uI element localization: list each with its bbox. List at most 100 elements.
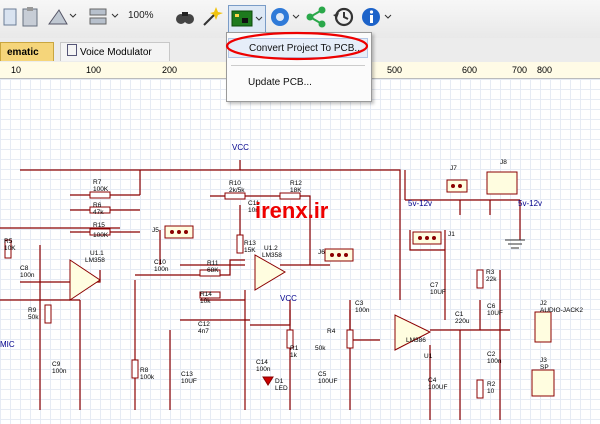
label-c12-value: 4n7 [198,328,209,335]
label-r13-value: 15K [244,247,256,254]
menu-item-label: Convert Project To PCB... [249,43,363,54]
label-c13: C13 [181,371,193,378]
label-u12-value: LM358 [262,252,282,259]
label-r12: R12 [290,180,302,187]
label-c10: C10 [154,259,166,266]
pcb-dropdown-menu: Convert Project To PCB... Update PCB... [226,32,372,102]
label-c4: C4 [428,377,437,384]
label-r4: R4 [327,328,336,335]
label-supply-a: 5v-12v [408,199,432,208]
label-c9: C9 [52,361,61,368]
cut-icon[interactable] [2,6,18,28]
label-c5: C5 [318,371,327,378]
label-c10-value: 100n [154,266,169,273]
label-r1-value: 1k [290,352,298,359]
magic-wand-icon[interactable] [200,5,224,29]
label-u12: U1.2 [264,245,278,252]
label-r14: R14 [200,291,212,298]
label-c7: C7 [430,282,439,289]
find-icon[interactable] [174,6,196,28]
label-c4-value: 100UF [428,384,448,391]
rotate-icon[interactable] [45,6,77,28]
label-c8: C8 [20,265,29,272]
label-u11-value: LM358 [85,257,105,264]
label-c13-value: 10UF [181,378,197,385]
label-c14-value: 100n [256,366,271,373]
label-u11: U1.1 [90,250,104,257]
label-r11: R11 [207,260,219,267]
label-c1-value: 220u [455,318,470,325]
tab-schematic[interactable]: ematic [0,42,54,61]
label-d1-value: LED [275,385,288,392]
label-j5: J5 [152,227,159,234]
label-c9-value: 100n [52,368,67,375]
label-c14: C14 [256,359,268,366]
label-j2: J2 [540,300,547,307]
label-c1: C1 [455,311,464,318]
label-r2-value: 10 [487,388,495,395]
label-r11-value: 68K [207,267,219,274]
schematic-tab-icon [67,44,77,56]
label-c11-value: 10n [248,207,259,214]
paste-icon[interactable] [20,6,42,28]
label-c2: C2 [487,351,496,358]
label-c7-value: 10UF [430,289,446,296]
label-j2-value: AUDIO-JACK2 [540,307,583,314]
label-r6-value: 47k [93,209,104,216]
label-j6: J6 [318,249,325,256]
label-r8: R8 [140,367,149,374]
menu-item-label: Update PCB... [248,77,312,88]
label-supply-b: 5v-12v [518,199,542,208]
label-j1: J1 [448,231,455,238]
share-icon[interactable] [305,5,327,29]
label-r3-value: 22k [486,276,497,283]
label-j3: J3 [540,357,547,364]
label-lm386: LM386 [406,337,426,344]
label-c12: C12 [198,321,210,328]
info-icon[interactable] [360,5,394,29]
label-vcc: VCC [280,294,297,303]
label-r7-value: 100K [93,186,109,193]
update-pcb-menu-item[interactable]: Update PCB... [228,73,368,93]
label-r7: R7 [93,179,102,186]
label-r8-value: 100k [140,374,155,381]
pcb-dropdown-button[interactable] [228,5,266,33]
label-c8-value: 100n [20,272,35,279]
label-r5: R5 [4,238,13,245]
align-icon[interactable] [88,6,122,28]
label-u1: U1 [424,353,433,360]
label-vcc: VCC [232,143,249,152]
label-j7: J7 [450,165,457,172]
label-c3-value: 100n [355,307,370,314]
watermark-text: irenx.ir [255,198,329,223]
label-c6: C6 [487,303,496,310]
label-mic: MIC [0,340,15,349]
label-r9-value: 50k [28,314,39,321]
tab-voice-modulator[interactable]: Voice Modulator [60,42,170,61]
label-j8: J8 [500,159,507,166]
label-c11: C11 [248,200,260,207]
label-r2: R2 [487,381,496,388]
label-r13: R13 [244,240,256,247]
label-r10: R10 [229,180,241,187]
gear-icon[interactable] [268,5,300,29]
label-c6-value: 10UF [487,310,503,317]
label-r9: R9 [28,307,37,314]
label-c3: C3 [355,300,364,307]
label-r14-value: 10k [200,298,211,305]
label-j3-value: SP [540,364,549,371]
schematic-drawing: VCC VCC R7 100K R6 47k R15 100K R5 10K C… [0,143,583,420]
zoom-dropdown[interactable]: 100% [128,10,154,21]
label-r4-value: 50k [315,345,326,352]
label-c2-value: 100n [487,358,502,365]
label-r15: R15 [93,222,105,229]
label-r12-value: 18K [290,187,302,194]
highlight-ellipse [225,31,369,61]
label-r5-value: 10K [4,245,16,252]
label-r3: R3 [486,269,495,276]
label-c5-value: 100UF [318,378,338,385]
label-r10-value: 2k/5k [229,187,245,194]
menu-separator [231,65,365,66]
history-icon[interactable] [331,5,355,29]
label-r6: R6 [93,202,102,209]
